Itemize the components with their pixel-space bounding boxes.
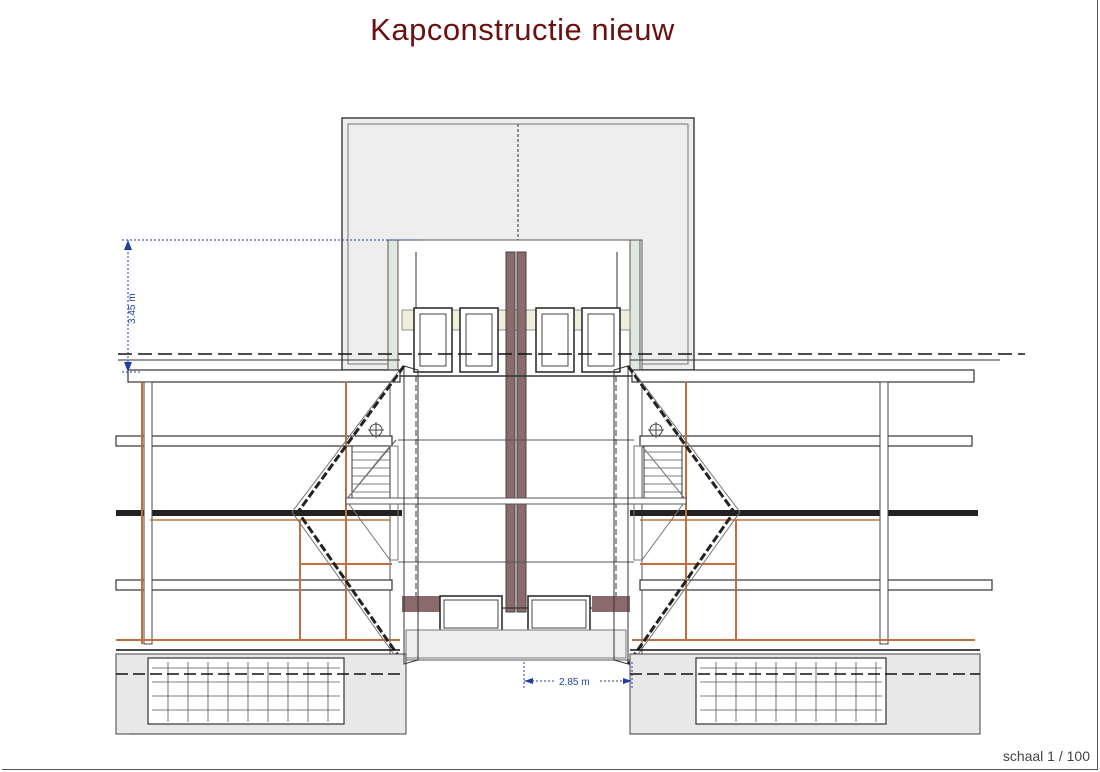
left-wing: [115, 365, 407, 735]
right-wing: [626, 365, 993, 735]
width-dimension-label: 2.85 m: [559, 677, 590, 688]
drawing-title: Kapconstructie nieuw: [370, 12, 675, 47]
central-beams: [345, 365, 687, 665]
height-dimension-label: 3.45 m: [127, 293, 138, 324]
height-dimension: 3.45 m: [122, 239, 420, 373]
lower-openings: [402, 595, 630, 659]
eaves-lines: [118, 353, 1025, 361]
width-dimension: 2.85 m: [523, 662, 633, 690]
scale-label: schaal 1 / 100: [1002, 748, 1090, 764]
skylight-windows: [413, 307, 621, 373]
